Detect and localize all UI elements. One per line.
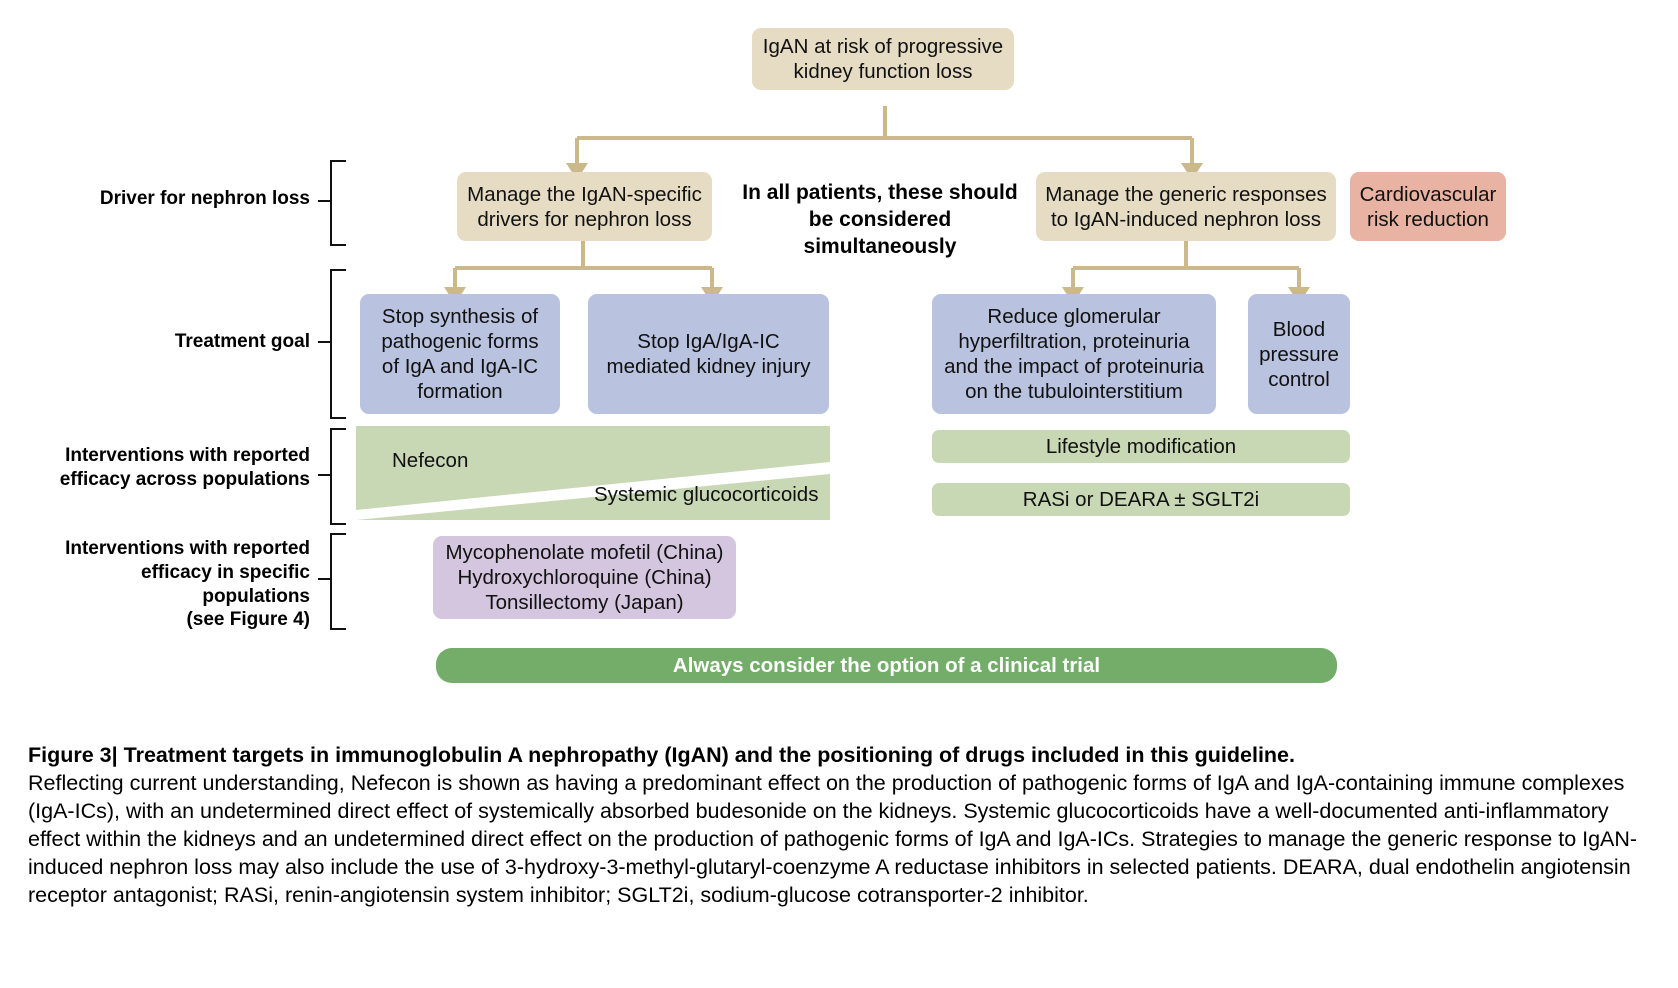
bracket-tick-treatment-goal bbox=[318, 341, 332, 344]
note-simultaneous: In all patients, these should be conside… bbox=[742, 181, 1018, 258]
bracket-driver bbox=[330, 160, 346, 246]
wedge-label-systemic-glucocorticoids: Systemic glucocorticoids bbox=[594, 483, 819, 506]
figure-caption: Figure 3| Treatment targets in immunoglo… bbox=[28, 742, 1654, 910]
row-label-specific-populations: Interventions with reported efficacy in … bbox=[65, 538, 310, 631]
figure-title: Treatment targets in immunoglobulin A ne… bbox=[123, 743, 1295, 767]
wedge-nefecon-glucocorticoids bbox=[356, 426, 830, 520]
row-label-across-populations: Interventions with reported efficacy acr… bbox=[59, 445, 310, 490]
node-goal-blood-pressure-control[interactable]: Blood pressure control bbox=[1248, 294, 1350, 414]
bracket-tick-across-populations bbox=[318, 474, 332, 477]
figure-number: Figure 3 bbox=[28, 743, 112, 767]
node-root[interactable]: IgAN at risk of progressive kidney funct… bbox=[752, 28, 1014, 90]
node-driver-right[interactable]: Manage the generic responses to IgAN-ind… bbox=[1036, 172, 1336, 241]
node-rasi-deara-sglt2i[interactable]: RASi or DEARA ± SGLT2i bbox=[932, 483, 1350, 516]
caption-body: Reflecting current understanding, Nefeco… bbox=[28, 770, 1638, 907]
figure-separator: | bbox=[111, 743, 118, 767]
bracket-treatment-goal bbox=[330, 269, 346, 419]
wedge-label-nefecon: Nefecon bbox=[392, 449, 469, 472]
node-lifestyle-modification[interactable]: Lifestyle modification bbox=[932, 430, 1350, 463]
node-goal-reduce-hyperfiltration[interactable]: Reduce glomerular hyperfiltration, prote… bbox=[932, 294, 1216, 414]
node-driver-left[interactable]: Manage the IgAN-specific drivers for nep… bbox=[457, 172, 712, 241]
bracket-tick-specific-populations bbox=[318, 578, 332, 581]
bracket-specific-populations bbox=[330, 533, 346, 630]
node-specific-population-interventions[interactable]: Mycophenolate mofetil (China) Hydroxychl… bbox=[433, 536, 736, 619]
bracket-tick-driver bbox=[318, 200, 332, 203]
row-label-driver: Driver for nephron loss bbox=[99, 188, 310, 209]
node-cardiovascular-risk[interactable]: Cardiovascular risk reduction bbox=[1350, 172, 1506, 241]
bracket-across-populations bbox=[330, 428, 346, 525]
node-goal-stop-mediated-injury[interactable]: Stop IgA/IgA-IC mediated kidney injury bbox=[588, 294, 829, 414]
caption-title-line: Figure 3| Treatment targets in immunoglo… bbox=[28, 742, 1654, 770]
node-clinical-trial-banner[interactable]: Always consider the option of a clinical… bbox=[436, 648, 1337, 683]
row-label-treatment-goal: Treatment goal bbox=[174, 331, 310, 352]
node-goal-stop-synthesis[interactable]: Stop synthesis of pathogenic forms of Ig… bbox=[360, 294, 560, 414]
